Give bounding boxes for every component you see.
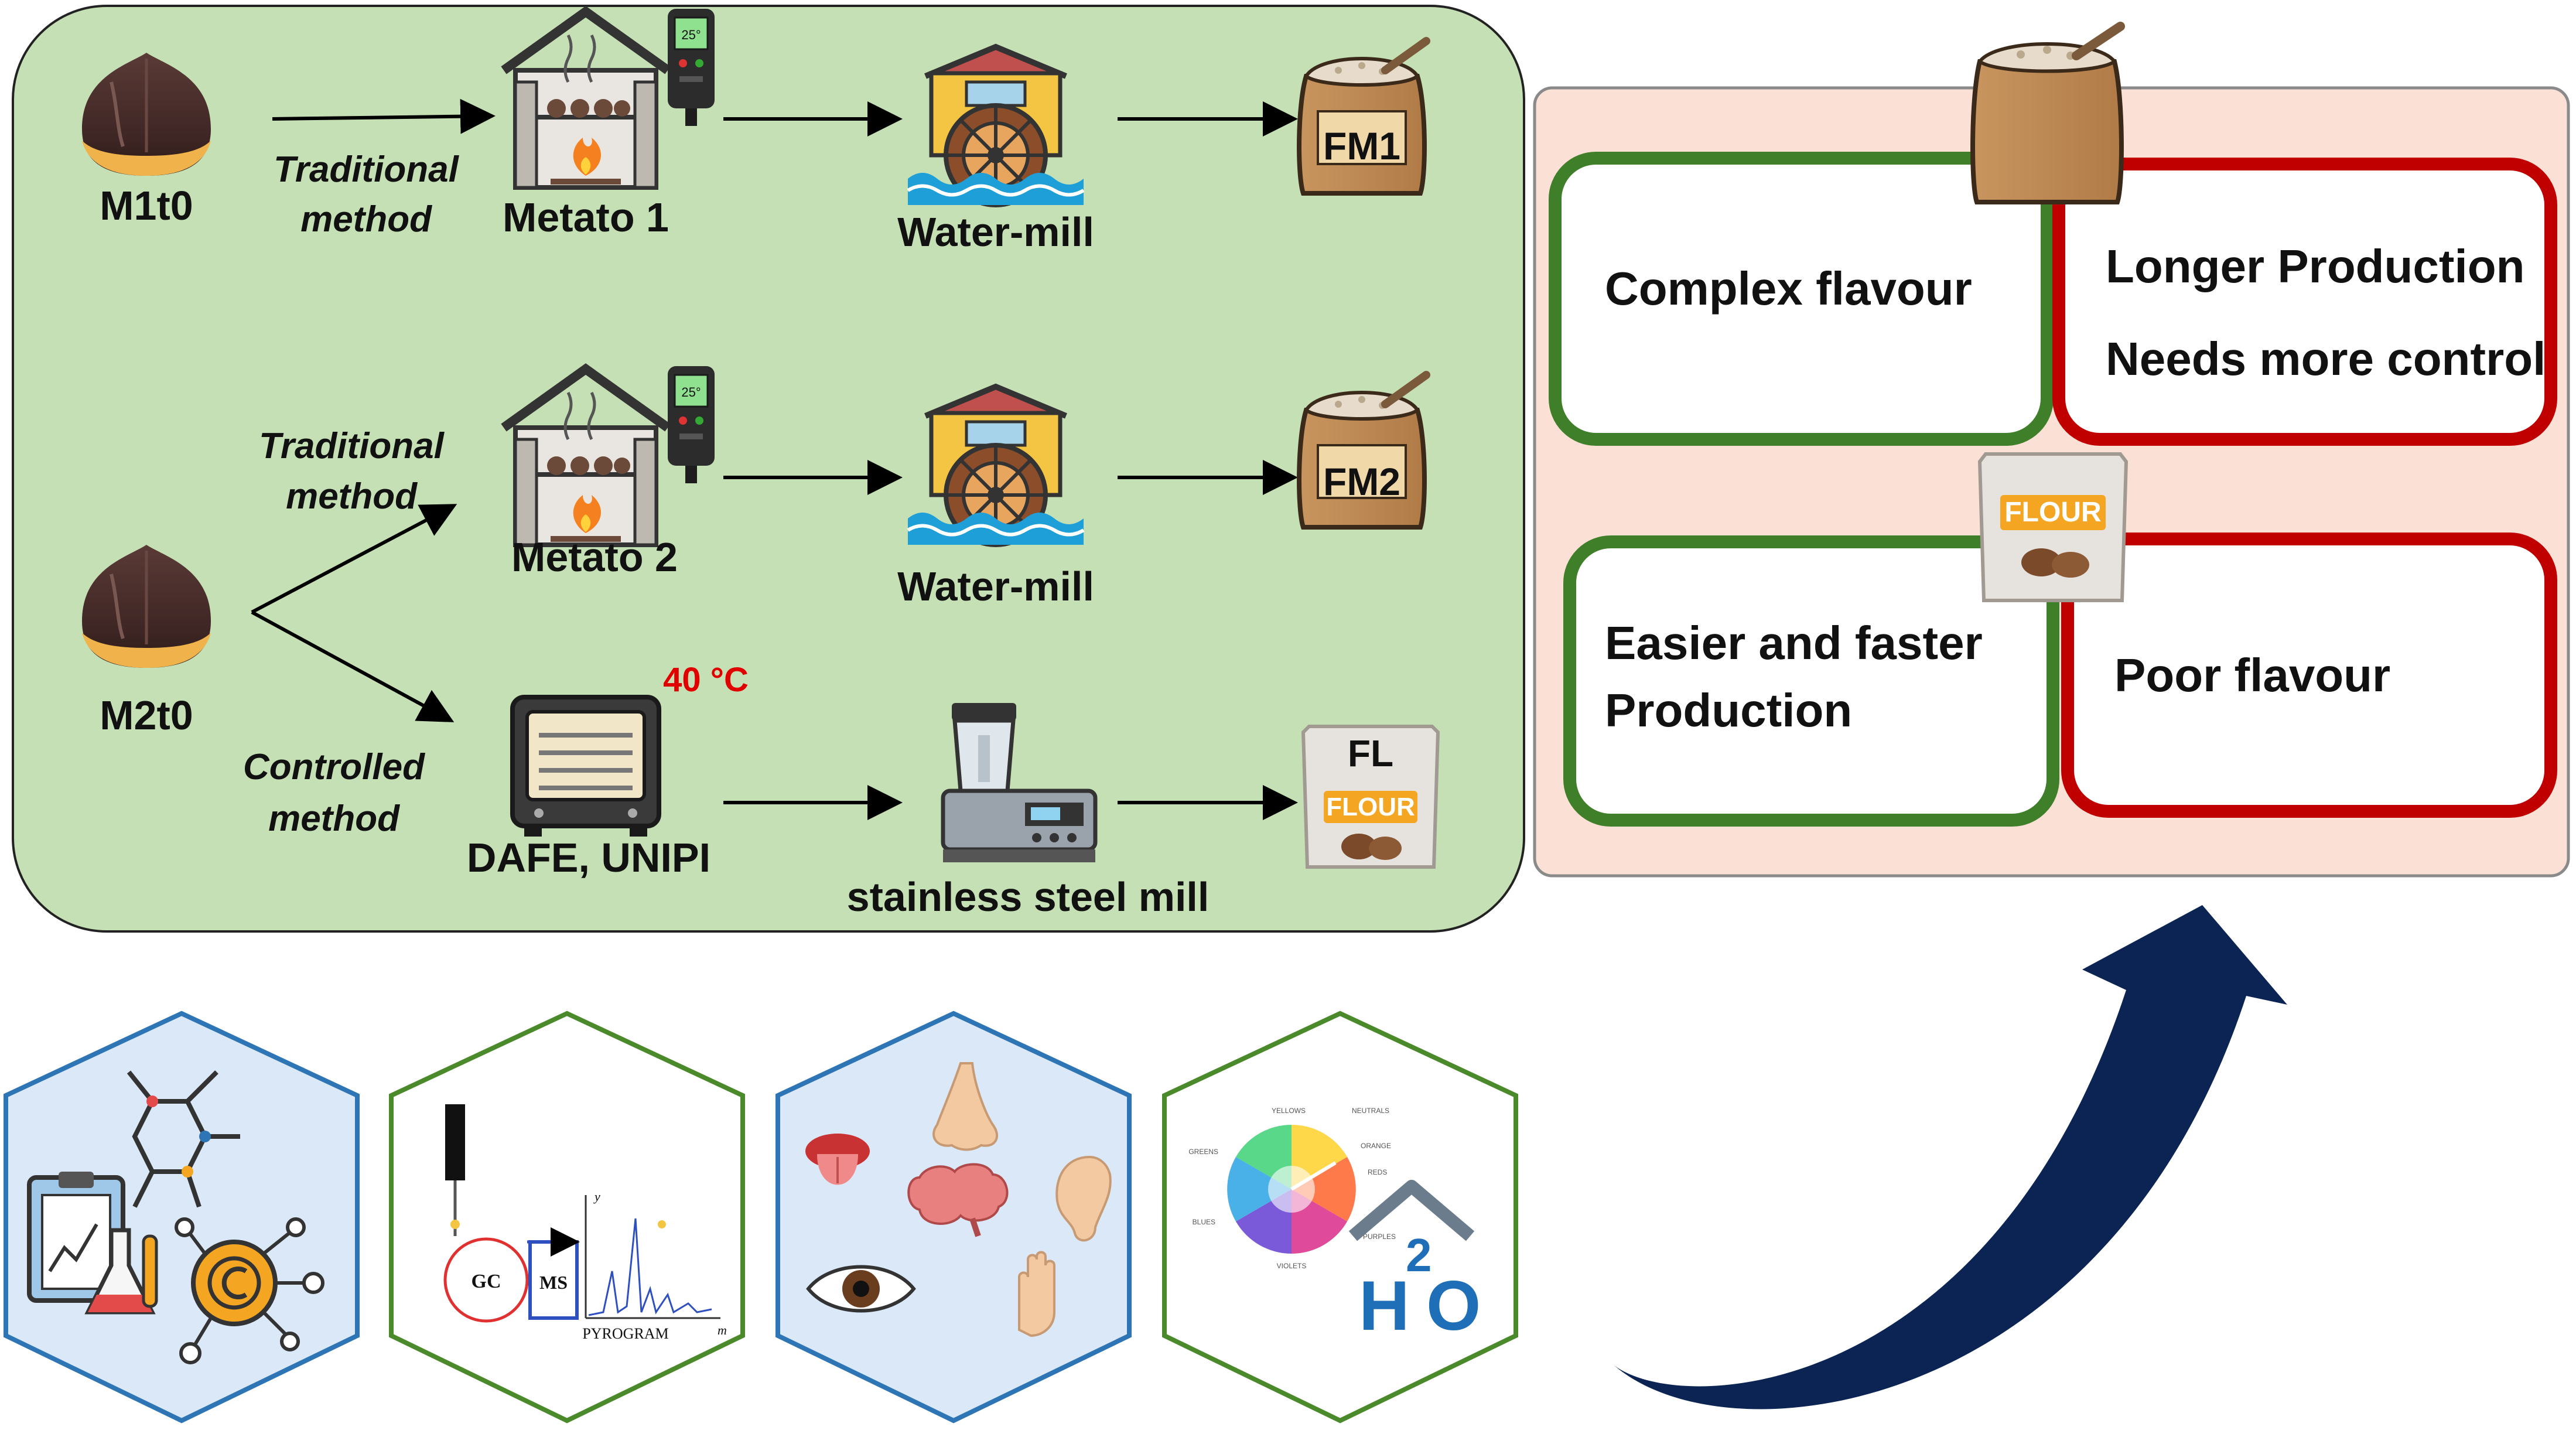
svg-text:REDS: REDS [1368,1168,1387,1176]
pro-text: Complex flavour [1605,262,1972,315]
pro-text: Production [1605,684,1852,736]
colour-water-analysis-hexagon: YELLOWS NEUTRALS ORANGE REDS PURPLES VIO… [1162,1011,1518,1424]
con-text: Longer Production [2106,240,2525,292]
chestnut-icon [82,545,211,668]
flour-label-fl: FL [1348,732,1393,774]
flour-label-fm2: FM2 [1323,460,1400,503]
tongue-icon [805,1134,870,1185]
flour-bag-icon: FLOUR [1301,725,1440,869]
svg-text:y: y [593,1189,600,1204]
svg-text:25°: 25° [681,28,701,42]
carbon-network-icon [175,1217,324,1364]
method-label: Controlled [243,747,425,787]
method-label: method [268,798,400,839]
svg-text:FLOUR: FLOUR [2004,497,2101,528]
svg-text:m: m [718,1323,727,1337]
curved-arrow-icon [1614,905,2287,1409]
temperature-label: 40 °C [663,661,749,699]
dryer-label-dafe: DAFE, UNIPI [467,835,710,880]
chemistry-analysis-hexagon [3,1011,360,1424]
svg-text:FLOUR: FLOUR [1326,793,1415,821]
method-label: method [300,199,432,240]
brain-icon [907,1163,1009,1237]
svg-text:H: H [1359,1267,1410,1345]
mill-label-stainless: stainless steel mill [847,874,1210,920]
svg-text:GREENS: GREENS [1188,1148,1218,1156]
hand-icon [1018,1251,1055,1337]
svg-text:2: 2 [1406,1229,1432,1281]
dryer-label-metato1: Metato 1 [503,194,669,240]
thermometer-icon: 25° [668,366,715,483]
clipboard-chart-icon [27,1172,125,1303]
chestnut-icon [82,53,211,176]
pro-box-traditional [1549,152,2054,446]
nose-icon [932,1062,999,1151]
flow-arrows [251,98,1298,820]
thermometer-icon: 25° [668,9,715,126]
svg-text:YELLOWS: YELLOWS [1272,1107,1306,1115]
flour-bag-icon: FLOUR [1977,452,2129,602]
pyrogram-chart-icon: y m PYROGRAM [582,1189,727,1342]
metato-drying-house-icon [501,363,671,547]
metato-drying-house-icon [501,6,671,190]
con-box-traditional [2052,158,2557,446]
con-box-controlled [2061,533,2557,818]
pyrolysis-gcms-hexagon: GC MS y m PYROGRAM [389,1011,745,1424]
process-panel [12,5,1525,933]
sample-label-m2t0: M2t0 [100,692,193,738]
con-text: Poor flavour [2114,649,2390,701]
ms-label: MS [539,1272,568,1293]
mill-label-water2: Water-mill [897,564,1094,609]
stainless-steel-mill-icon [941,703,1098,862]
flour-sack-icon [1297,37,1430,196]
sensory-analysis-hexagon [775,1011,1132,1424]
flour-sack-icon [1970,22,2125,204]
svg-text:O: O [1426,1267,1481,1345]
method-label: Traditional [274,149,460,190]
svg-text:PURPLES: PURPLES [1363,1233,1396,1241]
svg-text:BLUES: BLUES [1193,1218,1215,1226]
method-label: method [286,476,418,517]
molecule-icon [127,1070,240,1208]
mill-label-water1: Water-mill [897,209,1094,255]
dryer-label-metato2: Metato 2 [511,534,678,580]
flour-label-fm1: FM1 [1323,124,1400,168]
svg-text:VIOLETS: VIOLETS [1277,1262,1307,1270]
ear-icon [1055,1155,1112,1242]
gc-label: GC [472,1271,501,1292]
colour-wheel-icon: YELLOWS NEUTRALS ORANGE REDS PURPLES VIO… [1188,1107,1396,1270]
method-label: Traditional [259,426,445,466]
water-mill-icon [907,383,1085,547]
con-text: Needs more control [2106,333,2546,385]
eye-icon [806,1265,916,1313]
flask-icon [84,1228,158,1315]
water-mill-icon [907,43,1085,207]
pro-text: Easier and faster [1605,617,1983,669]
svg-text:25°: 25° [681,385,701,400]
svg-text:ORANGE: ORANGE [1361,1142,1391,1150]
oven-dryer-icon [510,695,661,837]
pro-box-controlled [1563,535,2059,827]
sample-label-m1t0: M1t0 [100,183,193,228]
svg-text:PYROGRAM: PYROGRAM [582,1325,668,1342]
water-h2o-icon: H 2 O [1348,1180,1481,1345]
flour-sack-icon [1297,371,1430,530]
svg-text:NEUTRALS: NEUTRALS [1352,1107,1389,1115]
